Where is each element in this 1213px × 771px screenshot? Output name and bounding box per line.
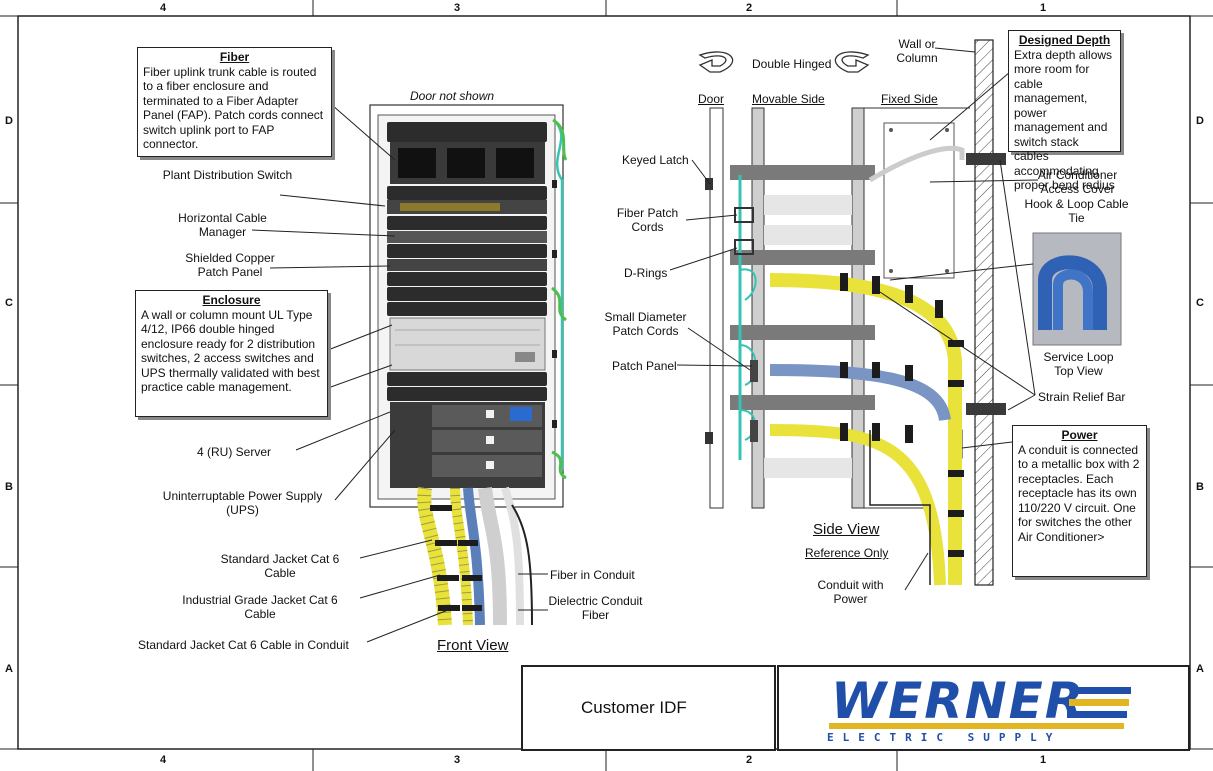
grid-row-b-left: B [5,481,13,493]
logo-gold-bar [829,723,1124,729]
logo-stripe-1 [1071,687,1131,694]
label-d-rings: D-Rings [624,266,668,280]
side-view-subtitle: Reference Only [805,546,889,560]
door-swing-arrows [698,51,870,73]
label-standard-cat6: Standard Jacket Cat 6 Cable [220,552,340,580]
label-shielded-copper-patch-panel: Shielded Copper Patch Panel [185,251,275,279]
front-view-title: Front View [437,637,509,654]
rack-units [387,122,547,488]
grid-row-a-left: A [5,663,13,675]
label-conduit-with-power: Conduit with Power [817,578,884,606]
label-dielectric-conduit-fiber: Dielectric Conduit Fiber [548,594,643,622]
logo-stripe-2 [1069,699,1129,706]
label-patch-panel: Patch Panel [612,359,677,373]
designed-depth-box: Designed Depth Extra depth allows more r… [1008,30,1121,192]
label-fixed-side: Fixed Side [881,92,938,106]
grid-col-3-bottom: 3 [454,754,461,766]
fiber-note-box: Fiber Fiber uplink trunk cable is routed… [137,47,332,157]
label-server: 4 (RU) Server [197,445,272,459]
label-double-hinged: Double Hinged [752,57,832,71]
door-not-shown-note: Door not shown [410,89,495,103]
label-standard-cat6-conduit: Standard Jacket Cat 6 Cable in Conduit [138,638,349,652]
label-strain-relief-bar: Strain Relief Bar [1038,390,1126,404]
label-ups: Uninterruptable Power Supply (UPS) [162,489,323,517]
customer-title-box: Customer IDF [521,665,776,751]
side-view-assembly [705,39,1006,586]
grid-row-d-right: D [1196,115,1204,127]
label-movable-side: Movable Side [752,92,825,106]
label-small-diameter-patch-cords: Small Diameter Patch Cords [604,310,687,338]
grid-col-2-bottom: 2 [746,754,753,766]
grid-row-d-left: D [5,115,13,127]
grid-col-4-bottom: 4 [160,754,167,766]
label-fiber-in-conduit: Fiber in Conduit [550,568,635,582]
designed-depth-heading: Designed Depth [1018,33,1111,47]
front-cables [417,486,533,626]
grid-col-3-top: 3 [454,2,461,14]
label-horizontal-cable-manager: Horizontal Cable Manager [178,211,267,239]
enclosure-note-body: A wall or column mount UL Type 4/12, IP6… [141,307,320,395]
label-plant-distribution-switch: Plant Distribution Switch [162,168,293,182]
power-note-box: Power A conduit is connected to a metall… [1012,425,1147,577]
grid-col-4-top: 4 [160,2,167,14]
fiber-note-body: Fiber uplink trunk cable is routed to a … [143,64,324,152]
designed-depth-body: Extra depth allows more room for cable m… [1014,47,1115,193]
enclosure-note-heading: Enclosure [202,293,261,307]
label-ac-access-cover: Air Conditioner Access Cover [1037,168,1118,196]
label-fiber-patch-cords: Fiber Patch Cords [616,206,679,234]
label-service-loop: Service Loop Top View [1043,350,1114,378]
werner-logo-wordmark: WERNER [831,672,1086,730]
power-note-heading: Power [1061,428,1098,442]
label-wall-or-column: Wall or Column [896,37,938,65]
werner-logo-subtitle: ELECTRIC SUPPLY [827,731,1062,744]
label-hook-loop-tie: Hook & Loop Cable Tie [1024,197,1129,225]
grid-col-1-bottom: 1 [1040,754,1047,766]
grid-row-a-right: A [1196,663,1204,675]
front-enclosure [369,104,568,508]
label-industrial-cat6: Industrial Grade Jacket Cat 6 Cable [182,593,338,621]
logo-stripe-3 [1067,711,1127,718]
logo-box: WERNER ELECTRIC SUPPLY [777,665,1190,751]
enclosure-note-box: Enclosure A wall or column mount UL Type… [135,290,328,417]
leader-lines [251,47,1039,643]
label-keyed-latch: Keyed Latch [622,153,689,167]
grid-row-c-left: C [5,297,13,309]
customer-idf-title: Customer IDF [581,698,687,717]
side-view-title: Side View [813,521,880,538]
power-note-body: A conduit is connected to a metallic box… [1018,442,1140,544]
grid-row-c-right: C [1196,297,1204,309]
grid-row-b-right: B [1196,481,1204,493]
grid-col-2-top: 2 [746,2,753,14]
wall-column [974,39,994,586]
fiber-note-heading: Fiber [219,50,250,64]
service-loop-photo [1032,232,1122,346]
label-door: Door [698,92,725,106]
grid-col-1-top: 1 [1040,2,1047,14]
